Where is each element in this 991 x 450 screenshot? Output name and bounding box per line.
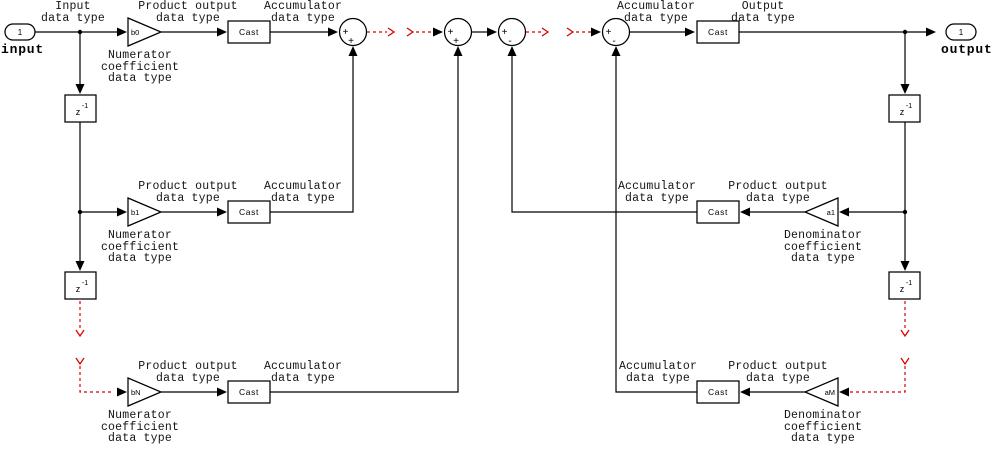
gain-bN: bN bbox=[127, 377, 163, 407]
input-port: 1 bbox=[4, 23, 36, 41]
delay-base: z bbox=[900, 107, 905, 117]
sum-left-sign: + bbox=[606, 27, 612, 38]
gain-aM-label: aM bbox=[825, 388, 835, 397]
sum-bN: + + bbox=[443, 17, 473, 47]
ellipsis-dashed-lines bbox=[75, 27, 910, 393]
sum-bottom-sign: + bbox=[453, 36, 459, 47]
label-product-output-data-type: Product output data type bbox=[138, 360, 238, 385]
sum-aM: + - bbox=[601, 17, 631, 47]
label-product-output-data-type: Product output data type bbox=[138, 180, 238, 205]
ellipsis-in-chevron bbox=[406, 27, 415, 37]
ellipsis-in-chevron bbox=[566, 27, 575, 37]
label-product-output-data-type: Product output data type bbox=[728, 360, 828, 385]
label-accumulator-data-type: Accumulator data type bbox=[616, 0, 696, 25]
cast-block-a1: Cast bbox=[696, 200, 740, 224]
label-numerator-coefficient: Numerator coefficient data type bbox=[100, 49, 180, 85]
cast-block-output: Cast bbox=[696, 20, 740, 44]
cast-label: Cast bbox=[239, 27, 259, 37]
delay-block-1: z -1 bbox=[64, 94, 97, 123]
delay-block-3: z -1 bbox=[888, 94, 921, 123]
ellipsis-out-chevron bbox=[387, 27, 396, 37]
gain-b0-label: b0 bbox=[131, 28, 139, 37]
input-caption: input bbox=[1, 42, 45, 57]
delay-exponent: -1 bbox=[82, 103, 88, 110]
sum-bottom-sign: - bbox=[508, 36, 511, 47]
sum-b0-b1: + + bbox=[338, 17, 368, 47]
sum-a1: + - bbox=[497, 17, 527, 47]
gain-b0: b0 bbox=[127, 17, 163, 47]
label-accumulator-data-type: Accumulator data type bbox=[263, 180, 343, 205]
sum-left-sign: + bbox=[502, 27, 508, 38]
label-input-data-type: Input data type bbox=[41, 0, 105, 25]
gain-bN-label: bN bbox=[131, 388, 141, 397]
gain-aM: aM bbox=[803, 377, 839, 407]
label-accumulator-data-type: Accumulator data type bbox=[617, 180, 697, 205]
gain-b1-label: b1 bbox=[131, 208, 139, 217]
signal-lines bbox=[35, 31, 926, 393]
ellipsis-down-chevron bbox=[900, 357, 910, 366]
sum-left-sign: + bbox=[343, 27, 349, 38]
sum-bottom-sign: + bbox=[348, 36, 354, 47]
delay-exponent: -1 bbox=[82, 280, 88, 287]
gain-b1: b1 bbox=[127, 197, 163, 227]
cast-label: Cast bbox=[239, 207, 259, 217]
output-port: 1 bbox=[945, 23, 977, 41]
label-accumulator-data-type: Accumulator data type bbox=[263, 0, 343, 25]
label-denominator-coefficient: Denominator coefficient data type bbox=[783, 409, 863, 445]
label-product-output-data-type: Product output data type bbox=[138, 0, 238, 25]
delay-base: z bbox=[76, 284, 81, 294]
output-port-number: 1 bbox=[959, 28, 964, 37]
branch-dots bbox=[77, 29, 908, 215]
label-accumulator-data-type: Accumulator data type bbox=[263, 360, 343, 385]
delay-block-4: z -1 bbox=[888, 271, 921, 300]
delay-block-2: z -1 bbox=[64, 271, 97, 300]
ellipsis-down-chevron bbox=[900, 329, 910, 338]
sum-left-sign: + bbox=[448, 27, 454, 38]
cast-block-aM: Cast bbox=[696, 380, 740, 404]
label-numerator-coefficient: Numerator coefficient data type bbox=[100, 409, 180, 445]
label-product-output-data-type: Product output data type bbox=[728, 180, 828, 205]
gain-a1-label: a1 bbox=[827, 208, 835, 217]
ellipsis-out-chevron bbox=[541, 27, 550, 37]
cast-label: Cast bbox=[708, 387, 728, 397]
cast-label: Cast bbox=[708, 207, 728, 217]
delay-exponent: -1 bbox=[906, 103, 912, 110]
arrowheads bbox=[75, 27, 936, 397]
label-numerator-coefficient: Numerator coefficient data type bbox=[100, 229, 180, 265]
input-port-number: 1 bbox=[18, 28, 23, 37]
label-denominator-coefficient: Denominator coefficient data type bbox=[783, 229, 863, 265]
sum-bottom-sign: - bbox=[612, 36, 615, 47]
output-caption: output bbox=[941, 42, 991, 57]
cast-block-bN: Cast bbox=[227, 380, 271, 404]
delay-base: z bbox=[76, 107, 81, 117]
label-output-data-type: Output data type bbox=[731, 0, 795, 25]
ellipsis-down-chevron bbox=[75, 329, 85, 338]
cast-block-b0: Cast bbox=[227, 20, 271, 44]
delay-exponent: -1 bbox=[906, 280, 912, 287]
cast-block-b1: Cast bbox=[227, 200, 271, 224]
cast-label: Cast bbox=[239, 387, 259, 397]
delay-base: z bbox=[900, 284, 905, 294]
label-accumulator-data-type: Accumulator data type bbox=[618, 360, 698, 385]
cast-label: Cast bbox=[708, 27, 728, 37]
ellipsis-down-chevron bbox=[75, 357, 85, 366]
gain-a1: a1 bbox=[803, 197, 839, 227]
